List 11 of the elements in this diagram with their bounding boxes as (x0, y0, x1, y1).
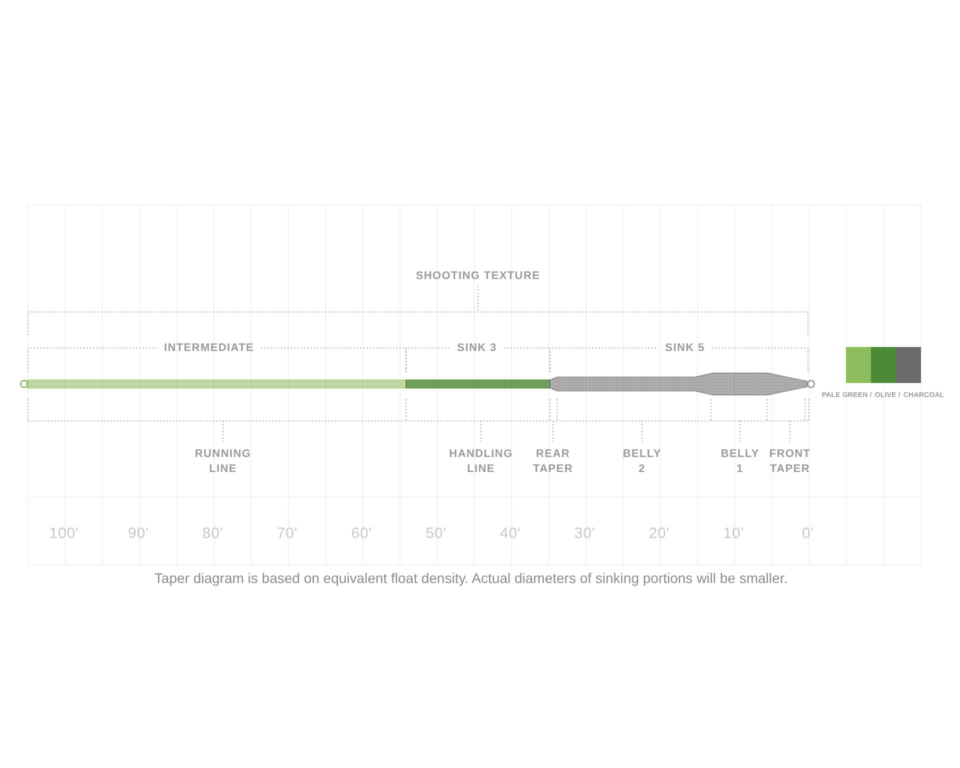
section-label: SINK 5 (665, 341, 705, 355)
segment-label: FRONT TAPER (769, 447, 811, 477)
section-label: SHOOTING TEXTURE (416, 269, 540, 283)
section-label: SINK 3 (457, 341, 497, 355)
segment-label: BELLY 1 (720, 447, 760, 477)
section-label: INTERMEDIATE (164, 341, 254, 355)
segment-label: RUNNING LINE (194, 447, 252, 477)
segment-label: BELLY 2 (622, 447, 662, 477)
segment-label: HANDLING LINE (449, 447, 513, 477)
caption: Taper diagram is based on equivalent float density. Actual diameters of sinking portions will be smaller. (153, 569, 789, 587)
segment-label: REAR TAPER (533, 447, 573, 477)
